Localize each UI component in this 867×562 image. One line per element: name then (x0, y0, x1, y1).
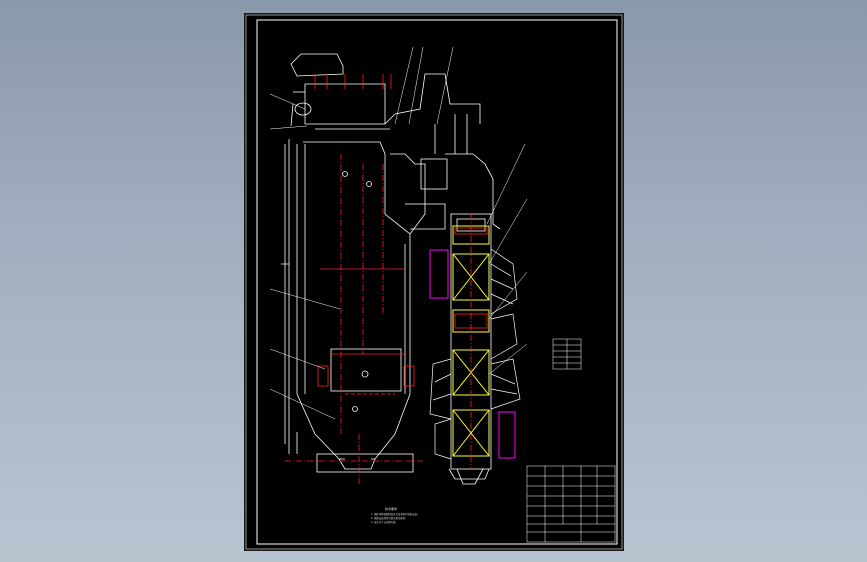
boiler-elevation-drawing (245, 14, 623, 550)
furnace-centerlines (285, 74, 425, 484)
inner-border (256, 19, 618, 545)
note-line: 2. 钢架安装须符合相关规范要求。 (371, 517, 408, 520)
notes-title: 技术要求 (385, 507, 398, 511)
burner-zone (330, 348, 402, 392)
drawing-sheet: 技术要求 1. 锅炉本体按图纸及有关技术条件制造安装。 2. 钢架安装须符合相关… (244, 13, 624, 551)
parameter-table (552, 338, 582, 370)
leader-lines (269, 46, 528, 420)
magenta-parts (429, 249, 516, 459)
burners (317, 171, 415, 412)
outer-border (245, 14, 623, 550)
backpass-red (454, 214, 488, 469)
note-line: 1. 锅炉本体按图纸及有关技术条件制造安装。 (371, 513, 420, 516)
convection-pass (384, 73, 501, 235)
truss-supports (429, 248, 521, 460)
title-block (526, 465, 616, 543)
furnace (281, 53, 414, 473)
steam-drum (294, 102, 312, 116)
note-line: 3. 未注尺寸以实物为准。 (371, 521, 398, 524)
